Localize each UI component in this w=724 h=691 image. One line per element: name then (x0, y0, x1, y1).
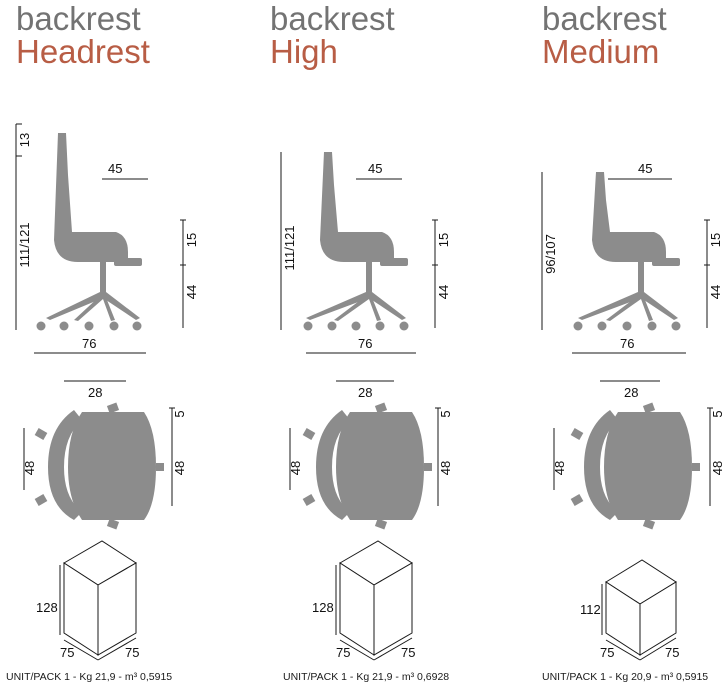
box-icon (339, 540, 413, 656)
chair-top-icon (302, 402, 432, 530)
side-view-drawing: 96/107 45 15 44 76 28 48 5 48 (541, 161, 724, 661)
model-title-line2: High (270, 33, 338, 70)
pack-info: UNIT/PACK 1 - Kg 21,9 - m³ 0,6928 (283, 671, 450, 683)
dim-depth: 45 (108, 161, 122, 176)
box-height: 128 (312, 600, 334, 615)
dim-seat-width: 48 (22, 461, 37, 475)
dim-seat-depth: 48 (172, 461, 187, 475)
dim-seat: 44 (708, 285, 723, 299)
model-column-medium: backrest Medium 96/107 45 15 44 76 28 48 (541, 0, 724, 691)
box-width: 75 (60, 645, 74, 660)
dim-height: 96/107 (543, 234, 558, 274)
dim-seat-depth: 48 (438, 461, 453, 475)
dim-seat: 44 (436, 285, 451, 299)
model-title-line1: backrest (270, 0, 395, 37)
pack-info: UNIT/PACK 1 - Kg 21,9 - m³ 0,5915 (6, 671, 173, 683)
dim-seat-depth: 48 (710, 461, 724, 475)
model-title-line1: backrest (542, 0, 667, 37)
dim-offset: 5 (438, 410, 453, 417)
box-depth: 75 (125, 645, 139, 660)
chair-side-icon (303, 152, 409, 331)
model-title-line2: Medium (542, 33, 660, 70)
pack-info: UNIT/PACK 1 - Kg 20,9 - m³ 0,5915 (542, 671, 709, 683)
dim-arm: 15 (708, 233, 723, 247)
model-column-headrest: backrest Headrest 13 111/121 45 15 44 (15, 0, 256, 691)
dim-height: 111/121 (282, 225, 297, 270)
side-view-drawing: 111/121 45 15 44 76 28 48 5 48 (280, 152, 453, 661)
dim-width: 76 (620, 336, 634, 351)
box-depth: 75 (401, 645, 415, 660)
dim-arm-depth: 28 (358, 385, 372, 400)
dim-offset: 5 (172, 410, 187, 417)
dim-top: 13 (17, 133, 32, 147)
box-icon (63, 540, 137, 656)
dim-height: 111/121 (17, 222, 32, 267)
dim-seat-width: 48 (288, 461, 303, 475)
chair-top-icon (34, 402, 164, 530)
dim-depth: 45 (368, 161, 382, 176)
box-height: 128 (36, 600, 58, 615)
dim-arm: 15 (184, 233, 199, 247)
model-title-line2: Headrest (16, 33, 150, 70)
chair-side-icon (573, 172, 681, 331)
model-column-high: backrest High 111/121 45 15 44 76 28 48 (270, 0, 510, 691)
dim-depth: 45 (638, 161, 652, 176)
box-height: 112 (580, 602, 601, 617)
side-view-drawing: 13 111/121 45 15 44 76 28 48 (15, 123, 199, 661)
dim-seat: 44 (184, 285, 199, 299)
chair-top-icon (570, 402, 700, 530)
dim-arm-depth: 28 (88, 385, 102, 400)
box-width: 75 (600, 645, 614, 660)
dim-arm-depth: 28 (624, 385, 638, 400)
dim-seat-width: 48 (552, 461, 567, 475)
box-depth: 75 (665, 645, 679, 660)
dim-width: 76 (82, 336, 96, 351)
chair-side-icon (36, 133, 142, 331)
dim-offset: 5 (710, 410, 724, 417)
dim-arm: 15 (436, 233, 451, 247)
box-width: 75 (336, 645, 350, 660)
model-title-line1: backrest (16, 0, 141, 37)
box-icon (605, 559, 677, 656)
dim-width: 76 (358, 336, 372, 351)
